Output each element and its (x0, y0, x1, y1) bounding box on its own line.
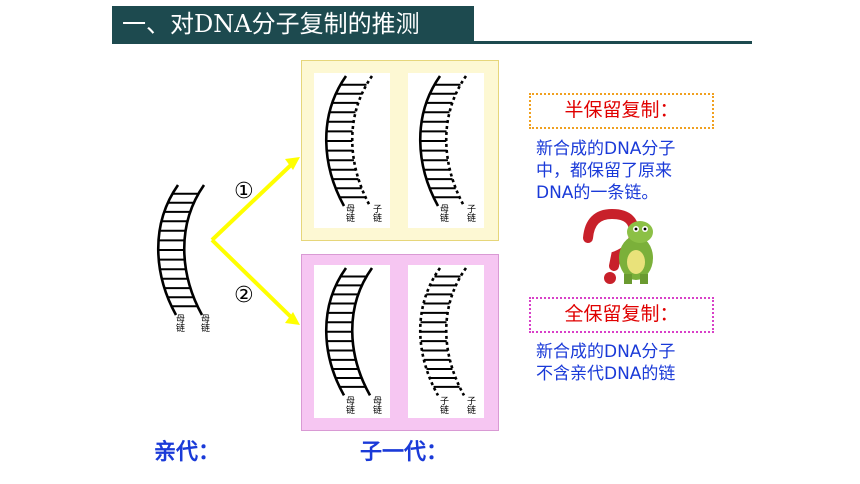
conservative-title: 全保留复制： (529, 297, 714, 333)
full-right-child-label-2: 子链 (467, 397, 477, 416)
semi-left-ladder (325, 75, 374, 207)
page-title: 一、对DNA分子复制的推测 (122, 10, 420, 38)
path-number-1: ① (234, 179, 254, 204)
full-left-parent-label-2: 母链 (373, 397, 383, 416)
arrow-to-semi (210, 157, 300, 242)
parent-dna-ladder (157, 184, 206, 316)
semi-conservative-title: 半保留复制： (529, 93, 714, 129)
semi-right-ladder (419, 75, 468, 207)
full-left-ladder (324, 267, 374, 397)
semi-left-child-label: 子链 (373, 205, 383, 224)
semi-desc-line-3: DNA的一条链。 (536, 183, 659, 203)
question-mark-dinosaur-icon (583, 208, 653, 284)
arrow-to-full (210, 238, 300, 325)
path-number-2: ② (234, 283, 254, 308)
right-strand (444, 267, 468, 397)
semi-right-child-label: 子链 (467, 205, 477, 224)
header-bar: 一、对DNA分子复制的推测 (112, 6, 474, 42)
parent-generation-label: 亲代： (154, 440, 221, 465)
parent-strand-label-right: 母链 (201, 315, 211, 334)
right-strand (445, 75, 468, 207)
semi-desc-line-1: 新合成的DNA分子 (536, 139, 676, 159)
child-generation-label: 子一代： (360, 440, 449, 465)
semi-desc-line-2: 中，都保留了原来 (536, 161, 672, 181)
full-right-ladder (418, 267, 468, 397)
full-left-parent-label-1: 母链 (346, 397, 356, 416)
semi-right-parent-label: 母链 (440, 205, 450, 224)
conservative-desc: 新合成的DNA分子 不含亲代DNA的链 (536, 341, 675, 385)
header-underline (112, 41, 752, 44)
full-desc-line-2: 不含亲代DNA的链 (536, 364, 676, 384)
full-right-child-label-1: 子链 (440, 397, 450, 416)
right-strand (183, 184, 206, 316)
semi-conservative-desc: 新合成的DNA分子 中，都保留了原来 DNA的一条链。 (536, 138, 675, 204)
full-desc-line-1: 新合成的DNA分子 (536, 342, 676, 362)
semi-left-parent-label: 母链 (346, 205, 356, 224)
parent-strand-label-left: 母链 (176, 315, 186, 334)
right-strand (351, 75, 374, 207)
right-strand (350, 267, 374, 397)
